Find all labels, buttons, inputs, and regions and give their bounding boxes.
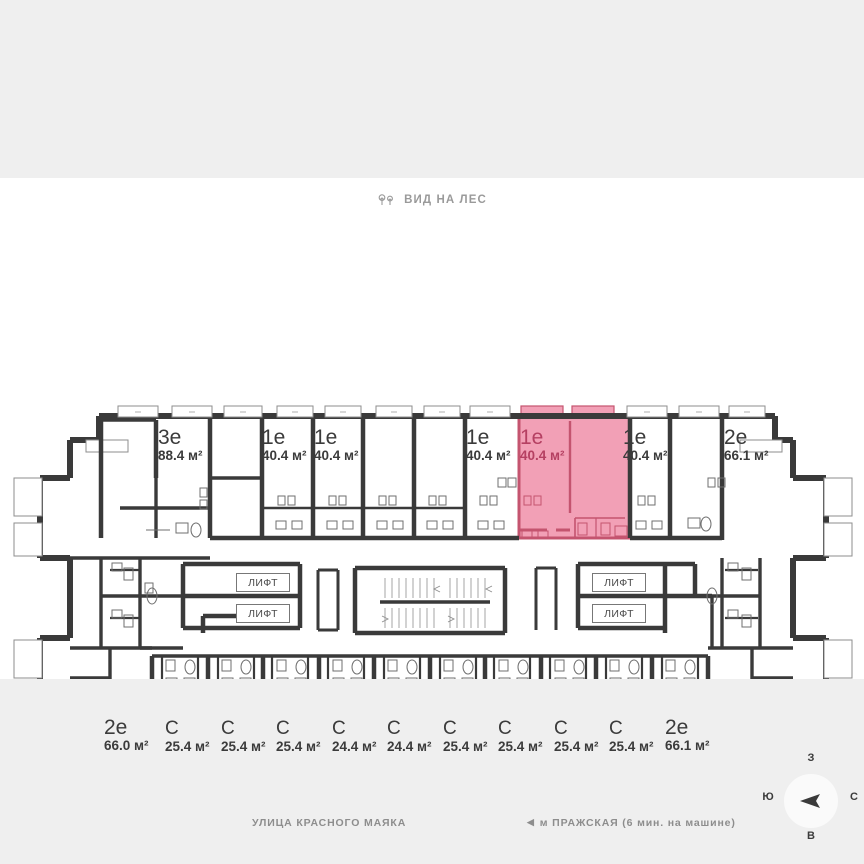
apartment-area: 25.4 м²: [498, 739, 543, 754]
apartment-label[interactable]: 1е 40.4 м²: [262, 426, 307, 464]
interior-walls-bottom: [70, 646, 793, 679]
compass-rose: З В Ю С: [762, 752, 858, 846]
apartment-label[interactable]: С 25.4 м²: [276, 719, 321, 755]
apartment-label[interactable]: С 25.4 м²: [554, 719, 599, 755]
apartment-area: 24.4 м²: [332, 739, 377, 754]
fixtures-top: [146, 477, 726, 538]
apartment-area: 25.4 м²: [165, 739, 210, 754]
apartment-label-selected[interactable]: 1е 40.4 м²: [520, 426, 565, 464]
compass-north: З: [807, 752, 815, 764]
bottom-letterbox: [0, 679, 864, 864]
apartment-label[interactable]: 1е 40.4 м²: [314, 426, 359, 464]
apartment-type: 1е: [520, 426, 544, 449]
apartment-type: 1е: [262, 426, 286, 449]
apartment-label[interactable]: 3е 88.4 м²: [158, 426, 203, 464]
apartment-area: 66.1 м²: [665, 738, 710, 753]
floorplan-canvas: ВИД НА ЛЕС: [0, 178, 864, 842]
apartment-area: 40.4 м²: [314, 448, 359, 463]
lift-label: ЛИФТ: [236, 573, 290, 592]
apartment-label[interactable]: 1е 40.4 м²: [466, 426, 511, 464]
apartment-type: С: [332, 718, 346, 739]
apartment-label[interactable]: С 25.4 м²: [443, 719, 488, 755]
apartment-type: 2е: [665, 716, 689, 739]
view-direction-label: ВИД НА ЛЕС: [0, 192, 864, 209]
apartment-type: 1е: [314, 426, 338, 449]
interior-walls-top: [70, 418, 725, 560]
apartment-type: 1е: [623, 426, 647, 449]
apartment-area: 40.4 м²: [520, 448, 565, 463]
apartment-area: 25.4 м²: [221, 739, 266, 754]
apartment-type: 3е: [158, 426, 182, 449]
apartment-type: 2е: [724, 426, 748, 449]
top-letterbox: [0, 0, 864, 178]
core-walls: [180, 561, 712, 636]
window-boxes-top: [117, 405, 766, 418]
staircase: [380, 578, 493, 628]
window-boxes-sides: [13, 439, 853, 679]
apartment-area: 88.4 м²: [158, 448, 203, 463]
apartment-label[interactable]: 2е 66.1 м²: [665, 716, 710, 754]
compass-needle-icon: [798, 792, 826, 815]
apartment-label[interactable]: 2е 66.0 м²: [104, 716, 149, 754]
apartment-type: С: [165, 718, 179, 739]
apartment-area: 25.4 м²: [609, 739, 654, 754]
apartment-area: 25.4 м²: [443, 739, 488, 754]
apartment-type: С: [276, 718, 290, 739]
apartment-label[interactable]: С 25.4 м²: [221, 719, 266, 755]
lift-label: ЛИФТ: [592, 573, 646, 592]
apartment-type: С: [387, 718, 401, 739]
fixtures-bottom: [165, 659, 696, 679]
apartment-area: 25.4 м²: [554, 739, 599, 754]
lift-text: ЛИФТ: [604, 607, 634, 620]
apartment-area: 40.4 м²: [466, 448, 511, 463]
metro-name: м ПРАЖСКАЯ (6 мин. на машине): [539, 817, 736, 829]
apartment-area: 66.0 м²: [104, 738, 149, 753]
apartment-label[interactable]: С 25.4 м²: [165, 719, 210, 755]
apartment-label[interactable]: С 25.4 м²: [609, 719, 654, 755]
view-direction-text: ВИД НА ЛЕС: [404, 194, 487, 206]
apartment-type: С: [609, 718, 623, 739]
compass-west: Ю: [762, 791, 774, 803]
street-name: УЛИЦА КРАСНОГО МАЯКА: [252, 817, 407, 829]
fixtures-mid: [111, 562, 752, 628]
metro-marker-icon: ◀: [527, 817, 535, 827]
apartment-area: 25.4 м²: [276, 739, 321, 754]
apartment-type: С: [443, 718, 457, 739]
apartment-type: С: [554, 718, 568, 739]
lift-label: ЛИФТ: [236, 604, 290, 623]
corridor-walls: [99, 558, 762, 650]
apartment-area: 40.4 м²: [623, 448, 668, 463]
apartment-area: 66.1 м²: [724, 448, 769, 463]
street-caption: УЛИЦА КРАСНОГО МАЯКА: [252, 817, 406, 829]
metro-caption: ◀ м ПРАЖСКАЯ (6 мин. на машине): [527, 817, 736, 829]
apartment-type: 1е: [466, 426, 490, 449]
apartment-area: 24.4 м²: [387, 739, 432, 754]
apartment-label[interactable]: С 24.4 м²: [332, 719, 377, 755]
apartment-type: С: [221, 718, 235, 739]
apartment-area: 40.4 м²: [262, 448, 307, 463]
lift-text: ЛИФТ: [604, 576, 634, 589]
apartment-label[interactable]: С 24.4 м²: [387, 719, 432, 755]
apartment-label[interactable]: 2е 66.1 м²: [724, 426, 769, 464]
compass-south: В: [807, 830, 815, 842]
compass-east: С: [850, 791, 858, 803]
apartment-label[interactable]: 1е 40.4 м²: [623, 426, 668, 464]
lift-text: ЛИФТ: [248, 576, 278, 589]
apartment-type: 2е: [104, 716, 128, 739]
apartment-label[interactable]: С 25.4 м²: [498, 719, 543, 755]
lift-text: ЛИФТ: [248, 607, 278, 620]
apartment-type: С: [498, 718, 512, 739]
lift-label: ЛИФТ: [592, 604, 646, 623]
trees-icon: [377, 192, 397, 209]
floorplan-drawing: [13, 405, 853, 679]
